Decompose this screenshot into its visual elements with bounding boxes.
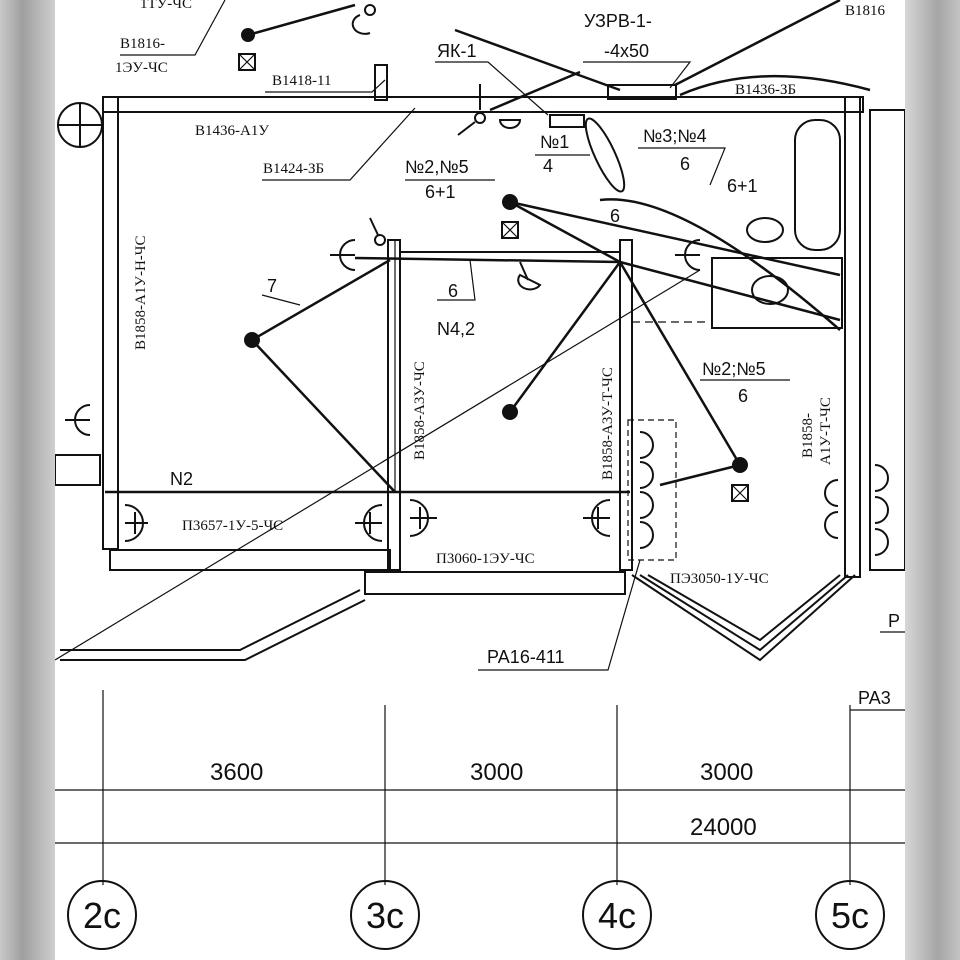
bathtub (794, 119, 841, 251)
label-b1816-sub: 1ЭУ-ЧС (115, 60, 168, 76)
junction-box-icon (731, 484, 749, 502)
dimension-lines: 3600 3000 3000 24000 (55, 690, 905, 885)
wall-lamp-icon (355, 504, 383, 542)
right-wall (844, 96, 861, 578)
window-sill-2 (364, 571, 626, 595)
ceiling-light-icon (502, 194, 518, 210)
label-b1858-a1u-t: В1858- (800, 413, 816, 458)
label-b1436-3b: В1436-ЗБ (735, 82, 796, 98)
bay-window-1 (631, 574, 856, 662)
blurred-border-left (0, 0, 56, 960)
switch-icon (517, 261, 542, 291)
plan-drawing: 1ТУ-ЧС В1816- 1ЭУ-ЧС В1418-11 В1436-А1У … (55, 0, 905, 950)
label-uzrv-sub: -4x50 (604, 41, 649, 61)
wall-lamp-icon (409, 499, 437, 537)
label-b1418: В1418-11 (272, 73, 331, 89)
axis-label-4c: 4с (598, 895, 636, 936)
axis-marker-5c (815, 880, 885, 950)
electrical-floor-plan: 1ТУ-ЧС В1816- 1ЭУ-ЧС В1418-11 В1436-А1У … (55, 0, 905, 960)
labels: 1ТУ-ЧС В1816- 1ЭУ-ЧС В1418-11 В1436-А1У … (115, 0, 900, 708)
top-wall (102, 96, 864, 113)
label-top-left: 1ТУ-ЧС (140, 0, 192, 12)
dimension-3600: 3600 (210, 759, 263, 786)
switch-icon (457, 84, 522, 136)
junction-box-icon (238, 53, 256, 71)
label-b1858-a3u: В1858-А3У-ЧС (412, 361, 428, 460)
label-n2n5-mid: №2;№5 (702, 359, 766, 379)
label-b1424: В1424-ЗБ (263, 161, 324, 177)
label-n2n5-top: №2,№5 (405, 157, 469, 177)
label-n3n4-sub: 6 (680, 154, 690, 174)
label-n2n5-mid-sub: 6 (738, 386, 748, 406)
leader-lines (120, 0, 905, 711)
wiring (55, 0, 871, 661)
wall-lamp-group-icon (824, 464, 889, 556)
partition-wall-2 (619, 239, 633, 571)
label-b1436-a1u: В1436-А1У (195, 123, 269, 139)
wall-lamp-group-icon (639, 431, 654, 549)
switch-icon (351, 4, 376, 35)
label-6a: 6 (610, 206, 620, 226)
label-n1-sub: 4 (543, 156, 553, 176)
label-p3050: ПЭ3050-1У-ЧС (670, 571, 769, 587)
junction-box-icon (501, 221, 519, 239)
fixtures (57, 4, 889, 556)
switch-icon (369, 217, 386, 246)
label-b1858-a1u-t-sub: А1У-Т-ЧС (818, 397, 834, 465)
label-n1: №1 (540, 132, 569, 152)
window-sill-1 (109, 549, 391, 571)
grid-axes: 2с 3с 4с 5с (67, 880, 885, 950)
balcony (60, 589, 361, 651)
label-b1816: В1816- (120, 36, 165, 52)
wall-lamp-icon (330, 239, 356, 271)
blurred-border-right (904, 0, 960, 960)
label-yak1: ЯК-1 (437, 41, 477, 61)
toilet (751, 275, 789, 305)
axis-label-5c: 5с (831, 895, 869, 936)
sink (746, 217, 784, 243)
wall-lamp-icon (65, 404, 91, 436)
ceiling-light-icon (244, 332, 260, 348)
wall-lamp-icon (675, 239, 701, 271)
dimension-3000-a: 3000 (470, 759, 523, 786)
left-wall (102, 96, 119, 550)
walls (55, 64, 905, 662)
label-6plus1: 6+1 (727, 176, 758, 196)
ceiling-light-icon (241, 28, 255, 42)
axis-marker-4c (582, 880, 652, 950)
label-b1858-a3u-t: В1858-А3У-Т-ЧС (600, 367, 616, 480)
panel-icon (57, 102, 103, 148)
label-uzrv: УЗРВ-1- (584, 11, 652, 31)
wall-lamp-icon (124, 504, 148, 542)
label-n3n4: №3;№4 (643, 126, 707, 146)
label-n2-left: N2 (170, 469, 193, 489)
axis-marker-3c (350, 880, 420, 950)
axis-label-2c: 2с (83, 895, 121, 936)
wall-lamp-icon (583, 499, 611, 537)
partition-wall-1 (387, 239, 401, 571)
label-p3657: П3657-1У-5-ЧС (182, 518, 283, 534)
dimension-total: 24000 (690, 814, 757, 841)
axis-label-3c: 3с (366, 895, 404, 936)
distribution-board (607, 84, 677, 100)
label-b1816-right: В1816 (845, 3, 886, 19)
label-n2n5-top-sub: 6+1 (425, 182, 456, 202)
label-p3060: П3060-1ЭУ-ЧС (436, 551, 535, 567)
label-ra3: РА3 (858, 688, 891, 708)
label-7: 7 (267, 276, 277, 296)
label-ra16: РА16-411 (487, 647, 565, 667)
ceiling-light-icon (502, 404, 518, 420)
luminaire-group (627, 419, 677, 561)
dimension-3000-b: 3000 (700, 759, 753, 786)
label-6b: 6 (448, 281, 458, 301)
label-b1858-a1u-n: В1858-А1У-Н-ЧС (133, 235, 149, 350)
toilet-area (711, 257, 843, 329)
label-n4-2: N4,2 (437, 319, 475, 339)
label-ra-right: Р (888, 611, 900, 631)
riser (584, 117, 626, 193)
ceiling-light-icon (732, 457, 748, 473)
axis-marker-2c (67, 880, 137, 950)
